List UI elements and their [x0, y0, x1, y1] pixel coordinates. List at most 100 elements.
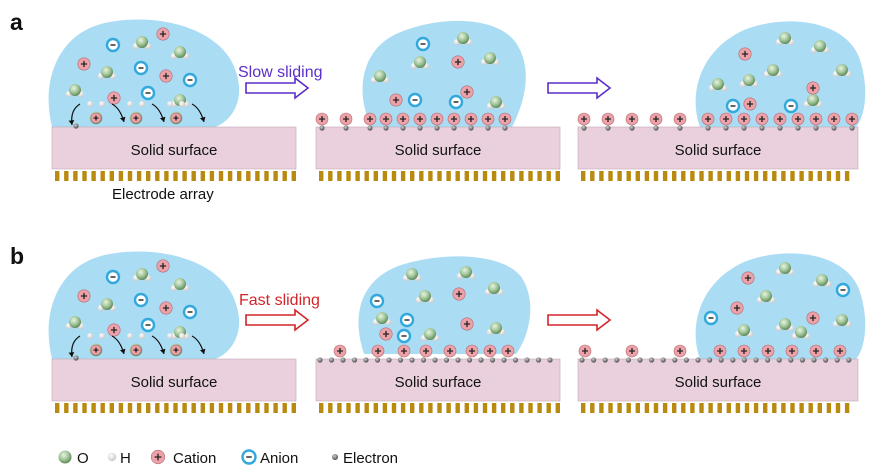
stage-3: Solid surface: [577, 21, 866, 181]
oxygen-atom-icon: [795, 326, 807, 338]
water-molecule-icon: [372, 312, 392, 326]
electron-icon: [823, 357, 829, 363]
oxygen-atom-icon: [174, 46, 186, 58]
anion-icon: [182, 304, 198, 320]
hydrogen-atom-icon: [87, 333, 93, 339]
electron-icon: [478, 357, 484, 363]
anion-icon: [703, 310, 719, 326]
electrode-array: [581, 403, 850, 413]
electron-icon: [753, 357, 759, 363]
electron-icon: [535, 357, 542, 363]
solid-surface-label: Solid surface: [675, 142, 762, 159]
electron-icon: [502, 125, 508, 131]
solid-surface-block: Solid surface: [315, 126, 561, 170]
solid-surface-label: Solid surface: [395, 374, 482, 391]
panel-letter-b: b: [10, 243, 24, 269]
water-molecule-icon: [453, 32, 473, 46]
electron-icon: [73, 123, 79, 129]
legend-oxygen-label: O: [77, 450, 89, 467]
water-molecule-icon: [170, 46, 190, 60]
oxygen-atom-icon: [484, 52, 496, 64]
oxygen-atom-icon: [419, 290, 431, 302]
water-molecule-icon: [832, 314, 852, 328]
cation-icon: [827, 112, 841, 126]
cation-icon: [363, 112, 377, 126]
electron-icon: [605, 125, 611, 131]
oxygen-atom-icon: [816, 274, 828, 286]
electron-icon: [695, 357, 701, 363]
panel-letter-a: a: [10, 9, 23, 35]
oxygen-atom-icon: [374, 70, 386, 82]
electron-icon: [846, 357, 852, 363]
water-molecule-icon: [486, 96, 506, 110]
solid-surface-label: Solid surface: [131, 142, 218, 159]
cation-icon: [498, 112, 512, 126]
legend-anion-label: Anion: [260, 450, 298, 467]
water-molecule-icon: [97, 298, 117, 312]
cation-icon: [809, 344, 823, 358]
water-molecule-icon: [456, 266, 476, 280]
cation-icon: [396, 112, 410, 126]
cation-icon: [379, 112, 393, 126]
cation-icon: [107, 323, 121, 337]
electron-icon: [741, 125, 747, 131]
electron-icon: [788, 357, 794, 363]
cation-icon: [806, 81, 820, 95]
cation-icon: [737, 112, 751, 126]
oxygen-atom-icon: [69, 316, 81, 328]
outline-right-arrow-icon: [245, 76, 310, 100]
electron-icon: [765, 357, 771, 363]
hydrogen-atom-icon: [127, 333, 133, 339]
stage-2: Solid surface: [315, 256, 561, 413]
oxygen-atom-icon: [760, 290, 772, 302]
anion-icon: [396, 328, 412, 344]
cation-icon: [743, 97, 757, 111]
solid-surface-label: Solid surface: [395, 142, 482, 159]
cation-icon: [761, 344, 775, 358]
electron-icon: [683, 357, 690, 363]
cation-icon: [755, 112, 769, 126]
cation-icon: [673, 112, 687, 126]
curved-arrow-icon: [111, 335, 126, 355]
anion-icon: [415, 36, 431, 52]
electron-icon: [705, 125, 711, 131]
curved-arrow-icon: [111, 103, 126, 123]
water-molecule-icon: [97, 66, 117, 80]
hydrogen-atom-icon: [99, 101, 105, 107]
electron-icon: [653, 125, 659, 131]
electron-icon: [417, 125, 423, 131]
slow-sliding-label: Slow sliding: [238, 64, 322, 81]
oxygen-atom-icon: [836, 314, 848, 326]
cation-icon: [371, 344, 385, 358]
cation-icon: [159, 301, 173, 315]
cation-icon: [460, 85, 474, 99]
cation-icon: [130, 344, 142, 356]
electron-icon: [660, 357, 666, 363]
curved-arrow-icon: [191, 335, 206, 355]
cation-icon: [741, 271, 755, 285]
electron-icon: [799, 357, 806, 363]
water-molecule-icon: [132, 268, 152, 282]
outline-right-arrow-icon: [245, 308, 310, 332]
cation-icon: [452, 287, 466, 301]
electron-icon: [400, 125, 406, 131]
stage-2: Solid surface: [315, 20, 561, 181]
oxygen-atom-icon: [424, 328, 436, 340]
water-molecule-icon: [803, 94, 823, 108]
anion-icon: [725, 98, 741, 114]
cation-icon: [170, 344, 182, 356]
cation-icon: [773, 112, 787, 126]
oxygen-atom-icon: [738, 324, 750, 336]
water-molecule-icon: [756, 290, 776, 304]
cation-icon: [673, 344, 687, 358]
solid-surface-block: Solid surface: [577, 358, 859, 402]
electron-icon: [776, 357, 782, 363]
electron-icon: [512, 357, 519, 363]
oxygen-atom-icon: [779, 318, 791, 330]
cation-icon: [430, 112, 444, 126]
hydrogen-atom-icon: [139, 101, 145, 107]
electron-icon: [443, 357, 450, 363]
cation-icon: [649, 112, 663, 126]
cation-icon: [90, 344, 102, 356]
cation-icon: [443, 344, 457, 358]
